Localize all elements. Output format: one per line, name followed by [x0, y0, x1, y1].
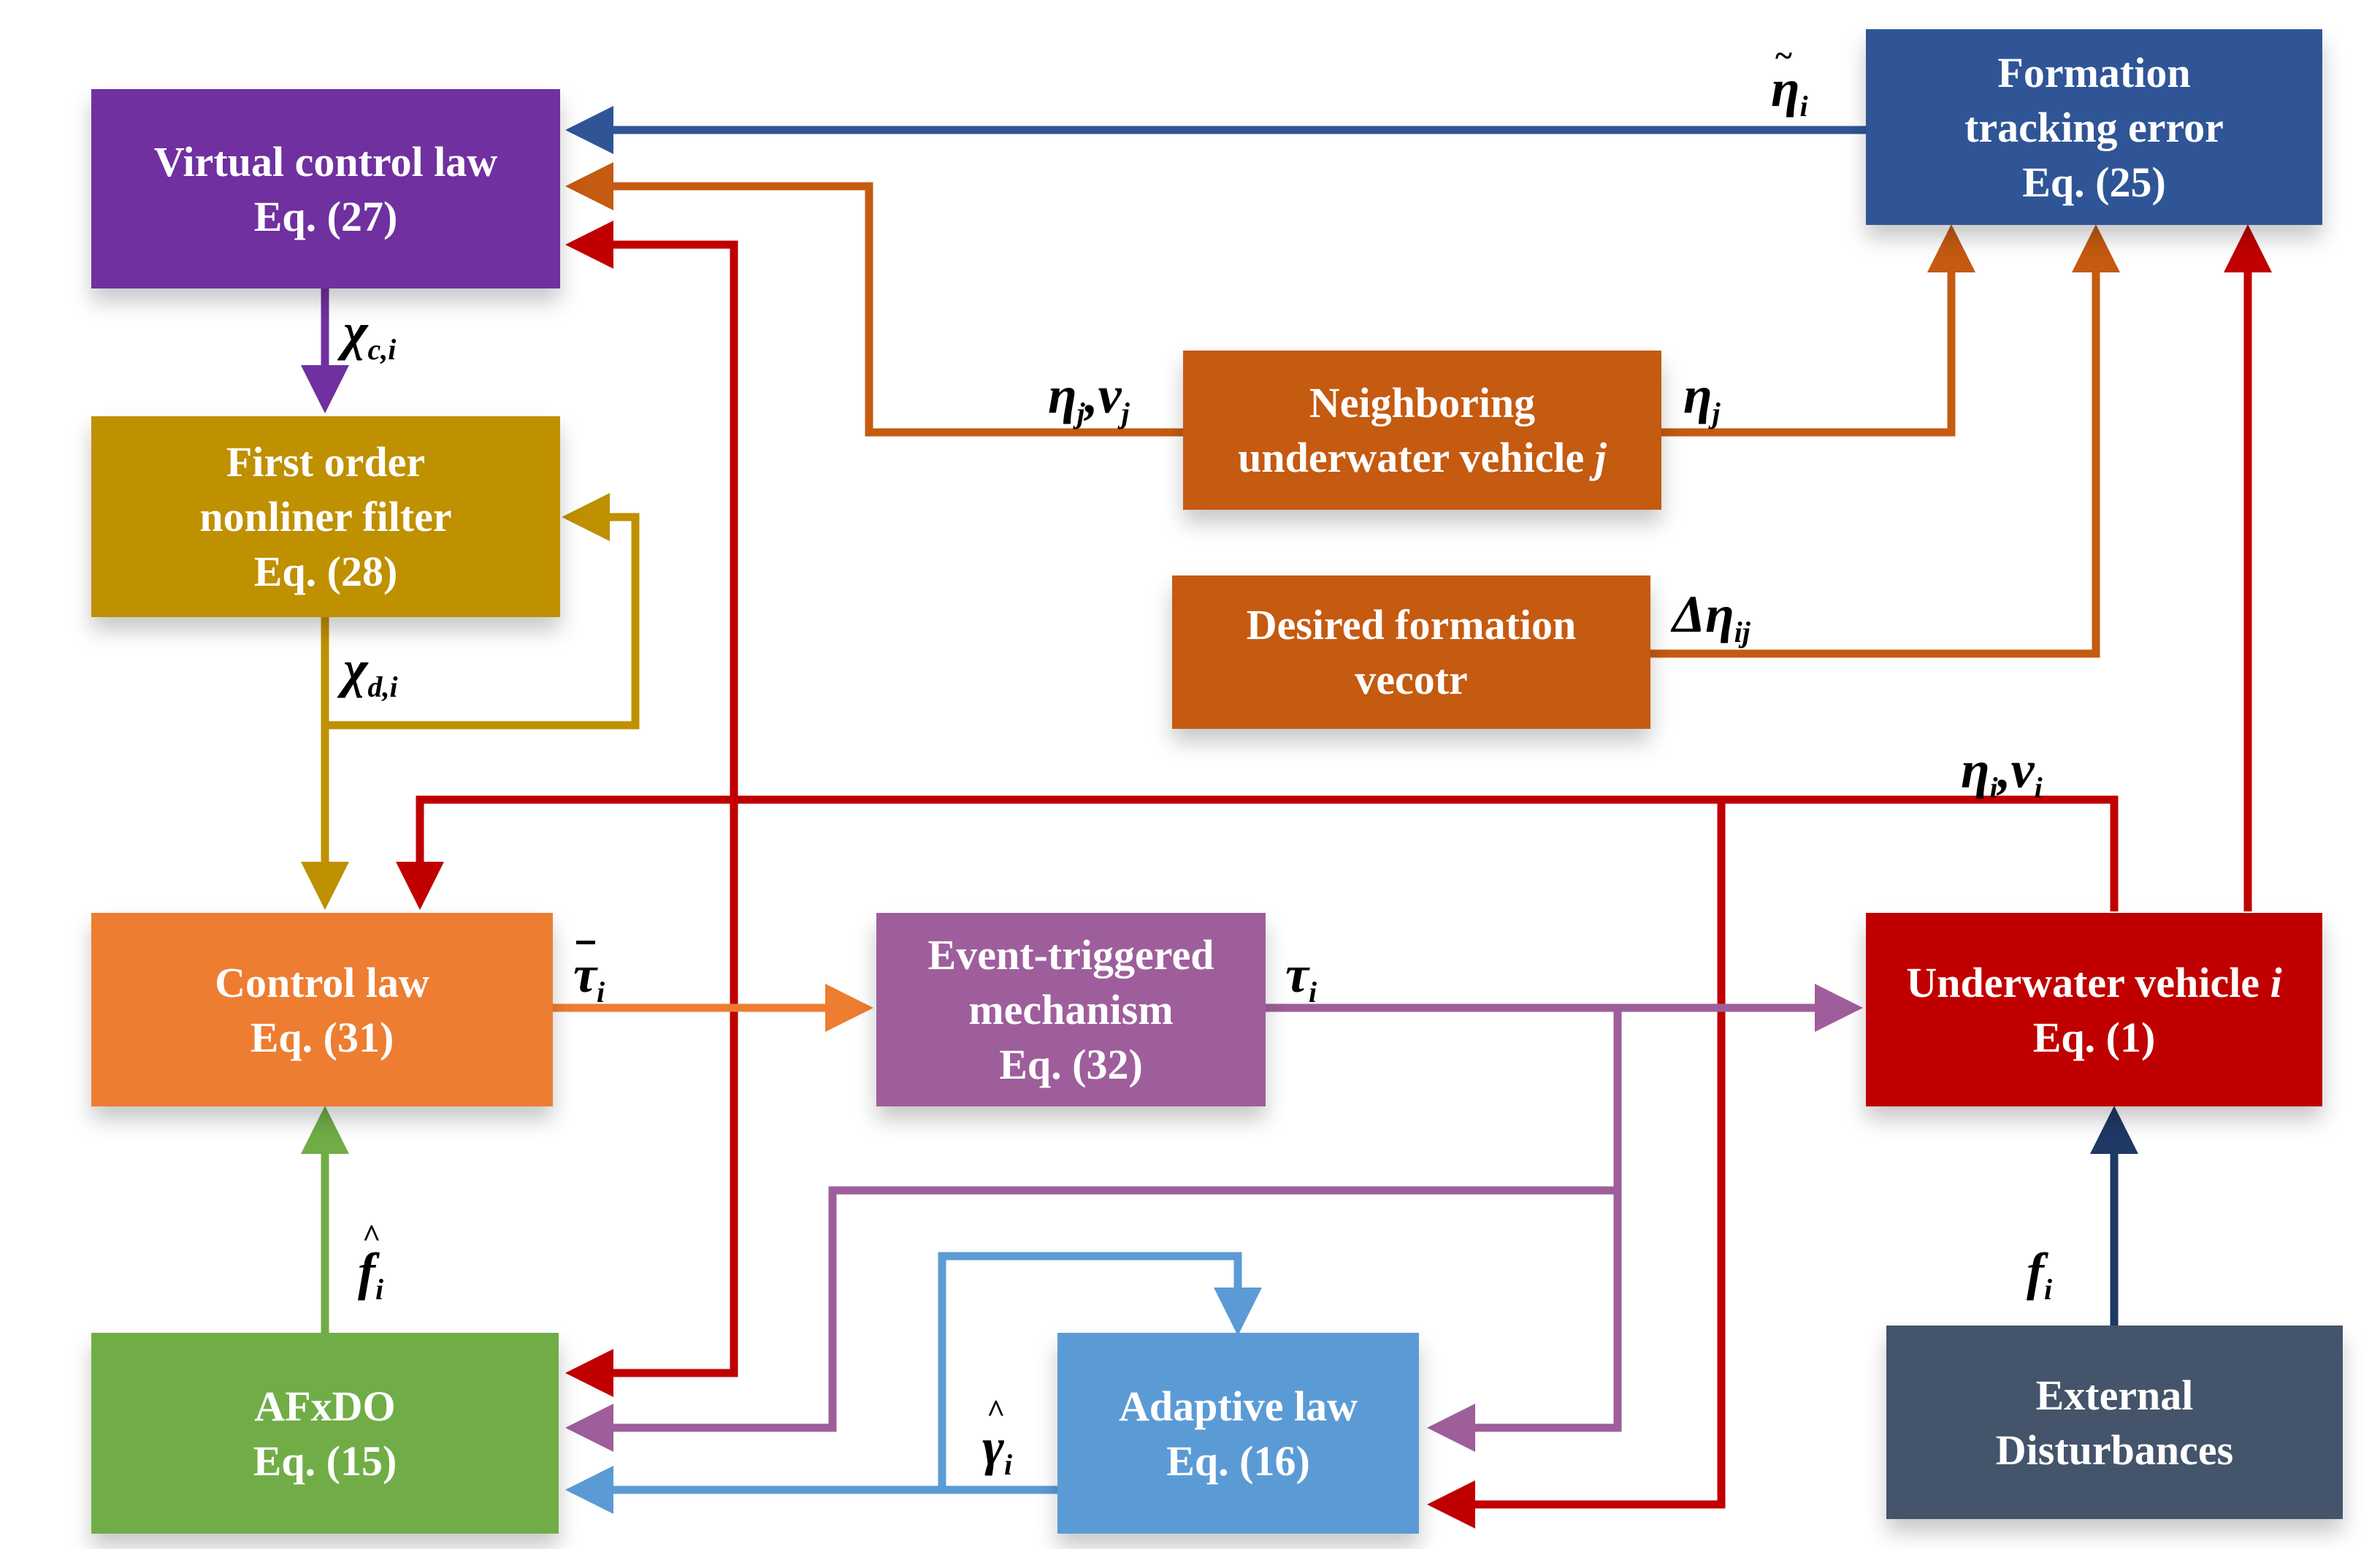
label-gamma-hat-i: γi	[982, 1396, 1012, 1480]
label-tau-bar-i: τi	[573, 941, 605, 1009]
block-equation: Eq. (25)	[2022, 158, 2166, 206]
block-title: Neighboring	[1309, 379, 1536, 427]
block-equation: Eq. (27)	[253, 192, 398, 240]
block-title: nonliner filter	[199, 493, 452, 540]
block-title: vecotr	[1355, 656, 1468, 703]
label-eta-j: ηj	[1683, 366, 1721, 429]
wire-red-adaptive	[1427, 800, 1726, 1529]
label-eta-nu-j: ηj,νj	[1048, 366, 1130, 429]
label-f-i: fi	[2027, 1242, 2053, 1306]
block-title: Control law	[215, 958, 429, 1006]
wire-adaptive-feedback	[938, 1252, 1262, 1490]
block-equation: Eq. (1)	[2032, 1013, 2156, 1061]
block-title: tracking error	[1964, 103, 2224, 151]
label-chi-d-i: χd,i	[343, 640, 398, 703]
wire-tau-afxdo	[565, 1008, 1622, 1452]
neighboring-vehicle-block: Neighboring underwater vehicle j	[1183, 351, 1661, 510]
vehicle-index: i	[2270, 958, 2282, 1006]
block-equation: Eq. (32)	[999, 1041, 1143, 1088]
vehicle-index: j	[1594, 434, 1607, 481]
block-title: First order	[226, 438, 426, 486]
afxdo-block: AFxDO Eq. (15)	[91, 1333, 559, 1534]
block-equation: Eq. (15)	[253, 1437, 397, 1485]
label-eta-tilde-i: ηi	[1771, 40, 1808, 121]
wire-eta-nu-j	[565, 162, 1183, 437]
label-f-hat-i: fi	[358, 1220, 383, 1304]
block-title: AFxDO	[254, 1382, 396, 1430]
wire-tau-adaptive	[1427, 1190, 1622, 1452]
wire-delta-eta	[1650, 224, 2120, 658]
desired-formation-block: Desired formation vecotr	[1172, 575, 1650, 729]
label-delta-eta-ij: Δηij	[1672, 585, 1750, 649]
wire-filter-feedback	[325, 493, 640, 730]
wire-eta-j	[1661, 224, 1975, 437]
block-title: Formation	[1997, 48, 2191, 96]
label-eta-nu-i: ηi,νi	[1961, 741, 2043, 804]
block-title: Virtual control law	[153, 137, 498, 186]
block-title: External	[2035, 1371, 2194, 1419]
block-equation: Eq. (16)	[1166, 1437, 1310, 1485]
block-title: Underwater vehicle	[1906, 958, 2260, 1006]
label-tau-i: τi	[1285, 945, 1317, 1009]
wire-red-virtual	[565, 221, 738, 800]
block-title: Desired formation	[1246, 601, 1577, 649]
block-title: Adaptive law	[1118, 1382, 1358, 1430]
wire-red-afxdo	[565, 800, 738, 1397]
block-title: Event-triggered	[927, 931, 1214, 979]
block-equation: Eq. (28)	[253, 548, 398, 595]
block-equation: Eq. (31)	[250, 1013, 394, 1061]
block-title: Disturbances	[1995, 1426, 2234, 1474]
block-title: underwater vehicle	[1238, 434, 1585, 481]
block-title: mechanism	[968, 986, 1174, 1033]
wire-eta-nu-i	[396, 795, 2119, 911]
label-chi-c-i: χc,i	[343, 302, 397, 366]
